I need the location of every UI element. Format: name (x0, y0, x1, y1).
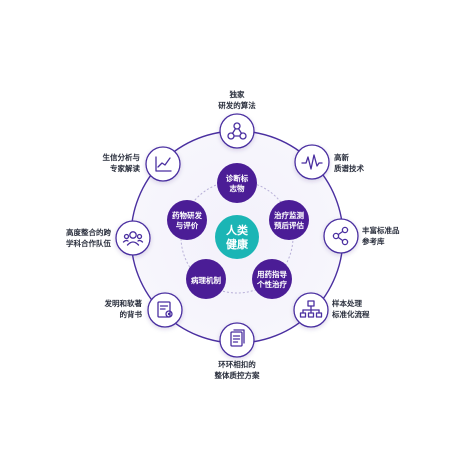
network-flask-icon (227, 122, 247, 140)
outer-label-line1: 环环相扣的 (218, 359, 256, 369)
inner-label-line1: 诊断标 (226, 173, 249, 183)
outer-label-line1: 生信分析与 (103, 152, 141, 162)
inner-label-line2: 与评价 (176, 220, 199, 230)
outer-label-line1: 丰富标准品 (362, 225, 400, 235)
outer-label-line2: 学科合作队伍 (66, 238, 111, 248)
inner-node-diagnostic-markers: 诊断标 志物 (217, 163, 257, 203)
inner-label-line2: 预后评估 (274, 220, 304, 230)
inner-node-medication-guidance: 用药指导 个性治疗 (252, 259, 292, 299)
line-chart-icon (155, 156, 172, 172)
inner-node-treatment-monitoring: 治疗监测 预后评估 (269, 200, 309, 240)
outer-node-team: 高度整合的跨 学科合作队伍 (66, 220, 151, 256)
share-nodes-icon (332, 226, 349, 246)
center-node: 人类 健康 (215, 215, 259, 259)
inner-node-pathology: 病理机制 (186, 259, 226, 299)
outer-label-line2: 专家解读 (110, 163, 140, 173)
outer-label-line2: 参考库 (362, 236, 385, 246)
center-label-line2: 健康 (226, 237, 249, 251)
outer-node-mass-spec: 高新 质谱技术 (294, 144, 364, 180)
inner-label-line2: 志物 (230, 183, 245, 193)
inner-label-line1: 用药指导 (257, 269, 287, 279)
outer-node-quality-control: 环环相扣的 整体质控方案 (215, 322, 260, 380)
team-icon (122, 231, 144, 246)
outer-label-line2: 整体质控方案 (215, 370, 260, 380)
outer-label-line1: 发明和软著 (104, 298, 143, 308)
outer-label-line1: 样本处理 (332, 298, 362, 308)
outer-node-sample-processing: 样本处理 标准化流程 (293, 292, 370, 328)
inner-label-line1: 病理机制 (191, 275, 221, 285)
waveform-icon (301, 154, 323, 170)
inner-label-line1: 药物研发 (172, 210, 202, 220)
certificate-icon (157, 301, 173, 318)
outer-label-line1: 独家 (230, 89, 245, 99)
outer-node-reference-library: 丰富标准品 参考库 (323, 218, 400, 254)
outer-label-line1: 高新 (334, 152, 349, 162)
center-label-line1: 人类 (226, 223, 249, 237)
inner-nodes: 诊断标 志物 治疗监测 预后评估 用药指导 个性治疗 病理机制 药物研发 与评价 (167, 163, 309, 299)
hierarchy-icon (299, 300, 323, 318)
outer-label-line1: 高度整合的跨 (66, 227, 111, 237)
document-list-icon (230, 329, 245, 347)
outer-label-line2: 标准化流程 (331, 309, 370, 319)
outer-node-algorithm: 独家 研发的算法 (218, 89, 256, 149)
inner-label-line2: 个性治疗 (256, 279, 287, 289)
inner-label-line1: 治疗监测 (274, 210, 304, 220)
inner-node-drug-development: 药物研发 与评价 (167, 200, 207, 240)
outer-node-patents: 发明和软著 的背书 (104, 292, 183, 328)
outer-node-bioinformatics: 生信分析与 专家解读 (103, 146, 181, 182)
outer-label-line2: 研发的算法 (218, 100, 256, 110)
outer-label-line2: 质谱技术 (334, 163, 364, 173)
outer-label-line2: 的背书 (120, 309, 143, 319)
